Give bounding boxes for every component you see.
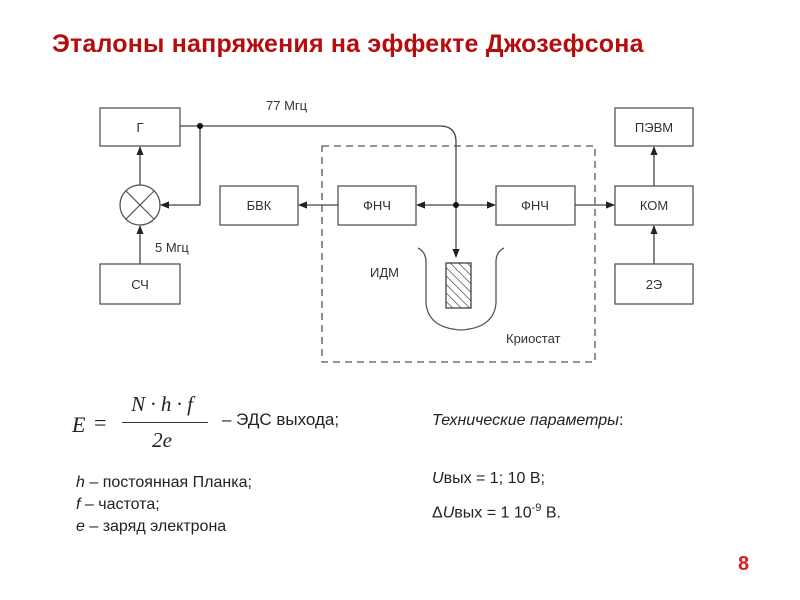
block-synthesizer: СЧ xyxy=(99,263,181,305)
legend-text: – постоянная Планка; xyxy=(84,474,252,491)
cryostat-boundary xyxy=(321,145,596,363)
label-5mhz: 5 Мгц xyxy=(155,240,189,255)
legend-symbol: e xyxy=(76,518,85,535)
block-bvk: БВК xyxy=(219,185,299,226)
block-comparator: КОМ xyxy=(614,185,694,226)
param-voltage-error: ΔUвых = 1 10-9 В. xyxy=(432,502,561,522)
svg-text:КОМ: КОМ xyxy=(640,198,668,213)
mixer-icon xyxy=(119,184,161,226)
block-lpf-right: ФНЧ xyxy=(495,185,576,226)
legend-text: – заряд электрона xyxy=(84,518,227,535)
svg-text:Г: Г xyxy=(136,120,143,135)
legend-item: f – частота; xyxy=(76,494,252,516)
params-heading-colon: : xyxy=(618,412,624,429)
label-cryostat: Криостат xyxy=(506,331,561,346)
du-value: = 1 10 xyxy=(482,504,532,522)
params-heading: Технические параметры: xyxy=(432,412,623,430)
svg-text:ФНЧ: ФНЧ xyxy=(521,198,549,213)
formula-lhs: E xyxy=(72,412,86,437)
dewar-icon xyxy=(417,247,505,331)
fraction-bar xyxy=(122,422,208,423)
legend-symbol: f xyxy=(76,496,81,513)
junction-dot xyxy=(197,123,203,129)
junction-dot xyxy=(453,202,459,208)
legend-text: – частота; xyxy=(80,496,160,513)
du-exponent: -9 xyxy=(531,502,542,514)
block-reference: 2Э xyxy=(614,263,694,305)
slide-title: Эталоны напряжения на эффекте Джозефсона xyxy=(52,30,644,58)
label-idm: ИДМ xyxy=(370,265,399,280)
legend-item: h – постоянная Планка; xyxy=(76,472,252,494)
du-unit: В. xyxy=(541,504,561,522)
block-generator: Г xyxy=(99,107,181,147)
param-output-voltage: Uвых = 1; 10 В; xyxy=(432,470,545,488)
formula-denominator: 2e xyxy=(152,428,172,452)
svg-text:БВК: БВК xyxy=(247,198,272,213)
technical-parameters: Технические параметры: Uвых = 1; 10 В; Δ… xyxy=(432,412,623,521)
formula-numerator: N · h · f xyxy=(131,392,193,416)
wire-feedback xyxy=(160,126,201,209)
du-symbol: U xyxy=(442,504,455,522)
delta-symbol: Δ xyxy=(432,504,443,522)
block-lpf-left: ФНЧ xyxy=(337,185,417,226)
page-number: 8 xyxy=(738,553,750,575)
u-value: = 1; 10 В; xyxy=(471,470,545,487)
legend-item: e – заряд электрона xyxy=(76,516,252,538)
symbol-legend: h – постоянная Планка; f – частота; e – … xyxy=(76,472,252,538)
svg-text:ФНЧ: ФНЧ xyxy=(363,198,391,213)
block-pc: ПЭВМ xyxy=(614,107,694,147)
wire-77mhz xyxy=(180,125,460,258)
params-heading-text: Технические параметры xyxy=(432,412,619,429)
legend-symbol: h xyxy=(76,474,85,491)
svg-text:2Э: 2Э xyxy=(646,277,663,292)
svg-text:ПЭВМ: ПЭВМ xyxy=(635,120,673,135)
u-sub: вых xyxy=(443,470,472,487)
svg-text:СЧ: СЧ xyxy=(131,277,149,292)
josephson-array-icon xyxy=(445,262,472,309)
u-symbol: U xyxy=(432,470,444,487)
du-sub: вых xyxy=(454,504,483,522)
formula-description: – ЭДС выхода; xyxy=(222,410,340,429)
label-77mhz: 77 Мгц xyxy=(266,98,308,113)
formula-equals: = xyxy=(94,410,107,435)
